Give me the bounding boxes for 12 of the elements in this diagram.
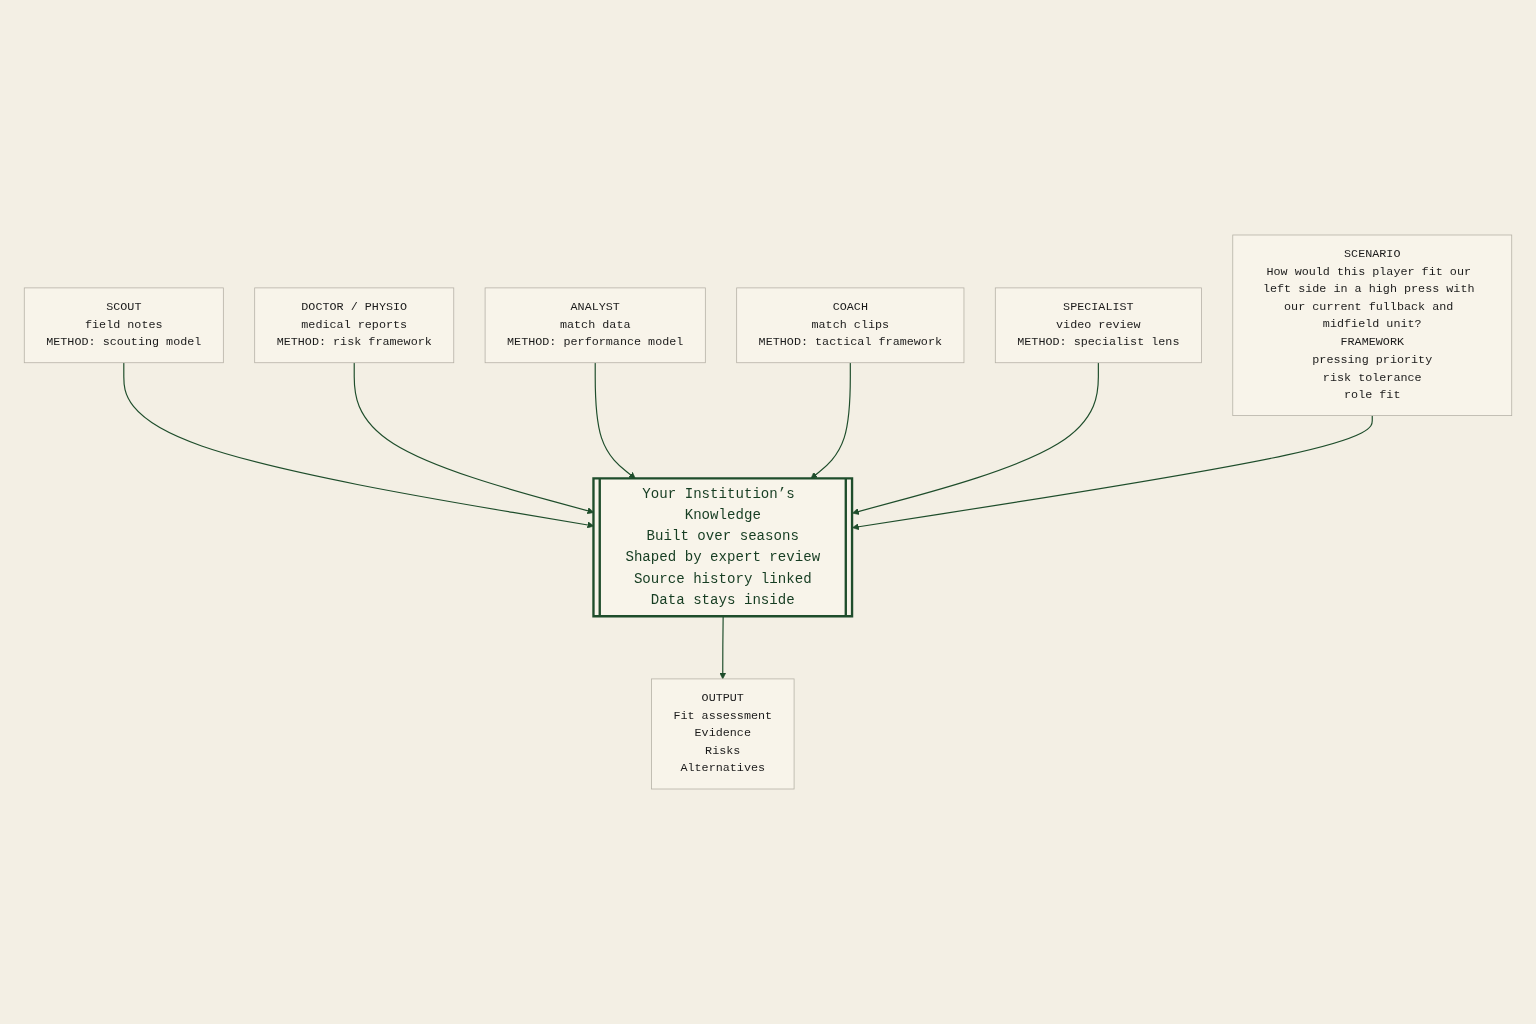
arrow	[852, 415, 1373, 531]
arrow	[852, 362, 1099, 515]
node-box: COACH match clips METHOD: tactical framework	[736, 287, 965, 364]
node-box: SCENARIO How would this player fit our left side in a high press with our current fullback and midfield unit? FRAMEWORK pressing priority risk tolerance role fit	[1232, 234, 1513, 416]
node-box: OUTPUT Fit assessment Evidence Risks Alternatives	[651, 678, 795, 790]
arrow	[810, 362, 851, 479]
arrow	[594, 362, 636, 479]
node-box: DOCTOR / PHYSIO medical reports METHOD: risk framework	[254, 287, 455, 364]
node-box: ANALYST match data METHOD: performance model	[484, 287, 706, 364]
node-box: SPECIALIST video review METHOD: specialist lens	[994, 287, 1202, 364]
arrow	[719, 616, 727, 680]
node-box: SCOUT field notes METHOD: scouting model	[23, 287, 224, 364]
